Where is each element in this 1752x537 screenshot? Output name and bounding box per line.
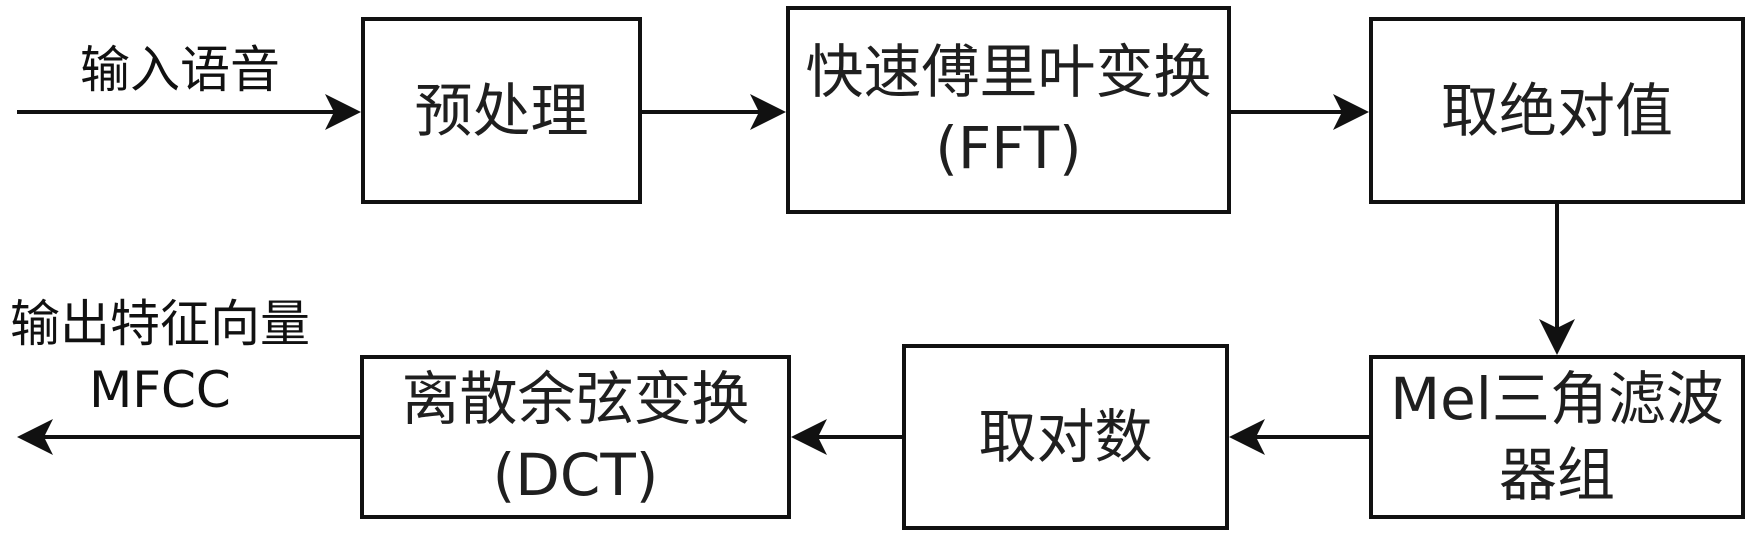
arrow-fft-to-abs xyxy=(1231,94,1369,130)
dct-block-label-line2: (DCT) xyxy=(492,441,659,509)
fft-block-label-line1: 快速傅里叶变换 xyxy=(805,38,1212,106)
output-label: 输出特征向量 MFCC xyxy=(0,291,320,423)
abs-block: 取绝对值 xyxy=(1369,17,1745,204)
input-label: 输入语音 xyxy=(60,37,300,103)
arrow-log-to-dct xyxy=(791,419,902,455)
log-block-label: 取对数 xyxy=(978,403,1153,471)
arrow-dct-to-output xyxy=(17,419,360,455)
preprocess-block-label: 预处理 xyxy=(414,76,589,145)
arrow-abs-to-mel xyxy=(1539,204,1575,355)
arrow-input-to-preprocess xyxy=(17,94,361,130)
fft-block: 快速傅里叶变换 (FFT) xyxy=(786,6,1231,214)
log-block: 取对数 xyxy=(902,344,1229,530)
arrow-mel-to-log xyxy=(1229,419,1369,455)
input-label-text: 输入语音 xyxy=(80,41,280,99)
dct-block: 离散余弦变换 (DCT) xyxy=(360,355,791,519)
output-label-line2: MFCC xyxy=(89,361,231,419)
arrow-preprocess-to-fft xyxy=(642,94,786,130)
abs-block-label: 取绝对值 xyxy=(1440,76,1673,145)
output-label-line1: 输出特征向量 xyxy=(10,295,310,353)
preprocess-block: 预处理 xyxy=(361,17,642,204)
mel-block-label-line1: Mel三角滤波 xyxy=(1390,365,1724,433)
mel-filterbank-block: Mel三角滤波 器组 xyxy=(1369,355,1745,519)
mel-block-label-line2: 器组 xyxy=(1498,441,1615,509)
dct-block-label-line1: 离散余弦变换 xyxy=(401,365,750,433)
fft-block-label-line2: (FFT) xyxy=(935,114,1082,182)
